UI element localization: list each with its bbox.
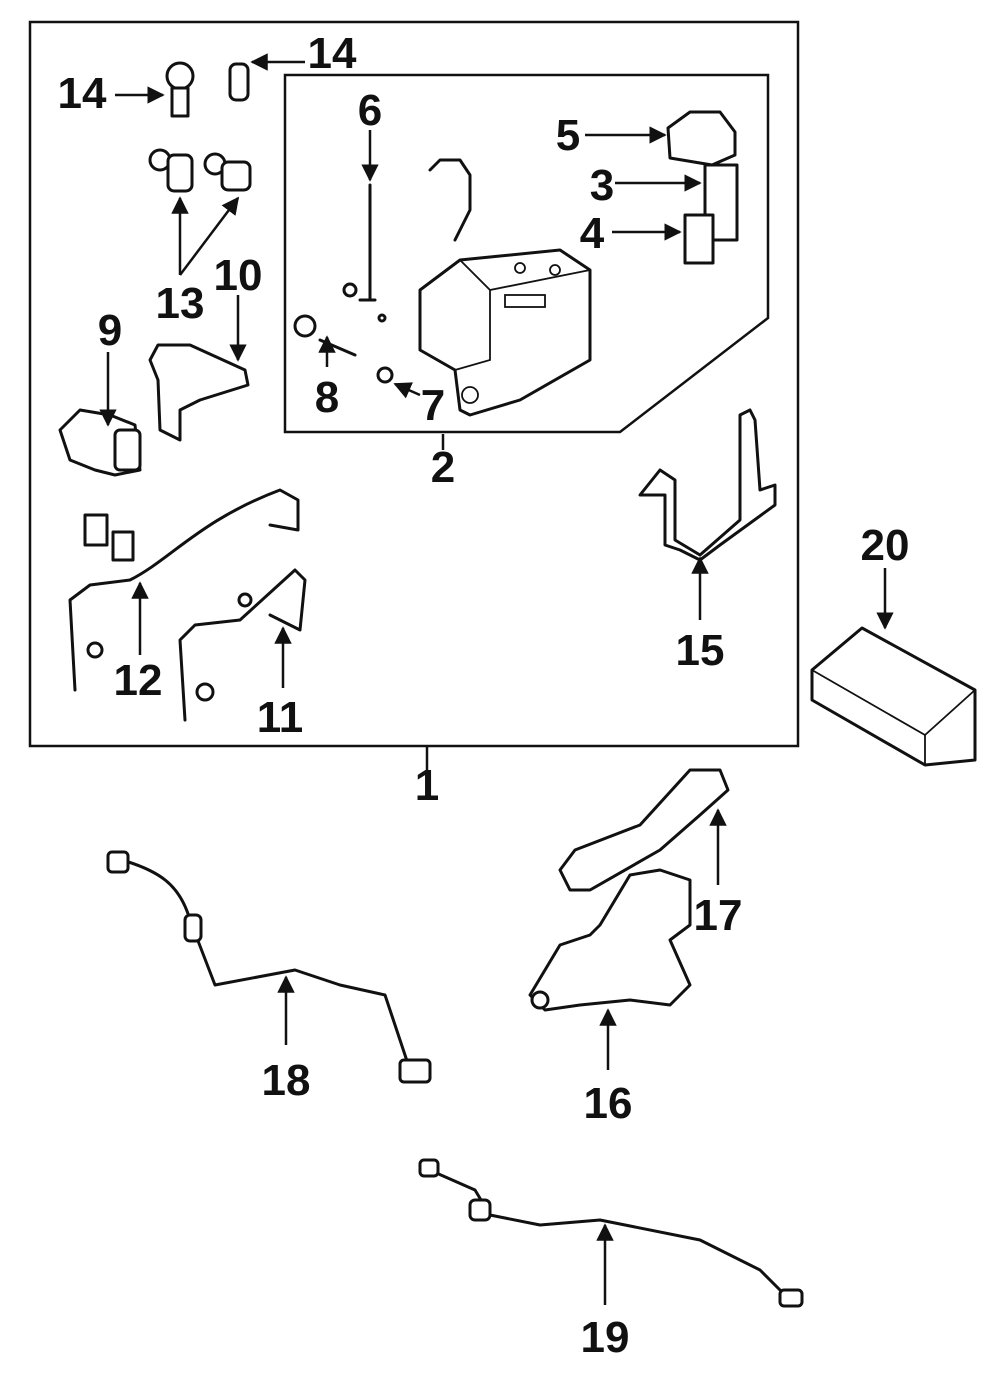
valve-8 — [293, 314, 357, 357]
callout-11: 11 — [257, 693, 304, 742]
bushing-13-b — [203, 152, 252, 192]
bolt-14-left — [165, 61, 195, 118]
wire-6 — [358, 183, 377, 302]
leader-7 — [393, 382, 421, 399]
callout-3: 3 — [590, 161, 614, 210]
callout-4: 4 — [580, 209, 605, 258]
relay-4 — [683, 213, 715, 265]
callout-14a: 14 — [58, 69, 107, 118]
callout-18: 18 — [262, 1056, 311, 1105]
callout-20: 20 — [861, 521, 910, 570]
cover-5 — [666, 110, 737, 167]
control-module-20 — [810, 626, 977, 767]
speed-sensor-cable-19 — [423, 1166, 792, 1302]
plug-7 — [376, 366, 394, 384]
callout-5: 5 — [556, 111, 580, 160]
callout-6: 6 — [358, 86, 382, 135]
callout-2: 2 — [431, 443, 455, 492]
callout-12: 12 — [114, 656, 163, 705]
bracket-10 — [148, 343, 250, 442]
callout-15: 15 — [676, 626, 725, 675]
callout-14b: 14 — [308, 29, 357, 78]
callout-1: 1 — [415, 761, 439, 810]
callout-10: 10 — [214, 251, 263, 300]
modulator-2 — [418, 158, 592, 417]
sensor-9 — [58, 408, 142, 477]
speed-sensor-cable-18 — [113, 856, 412, 1072]
bolt-14-right — [228, 62, 250, 102]
callout-13: 13 — [156, 279, 205, 328]
heat-shield-17 — [558, 768, 730, 892]
brake-line-12 — [68, 488, 300, 692]
callout-17: 17 — [694, 891, 743, 940]
callout-8: 8 — [315, 373, 339, 422]
callout-9: 9 — [98, 306, 122, 355]
leader-13b — [179, 196, 240, 276]
callout-19: 19 — [581, 1313, 630, 1362]
bracket-15 — [638, 408, 777, 562]
brake-line-11 — [178, 568, 307, 722]
callout-16: 16 — [584, 1079, 633, 1128]
knuckle-bracket-16 — [528, 868, 692, 1012]
callout-7: 7 — [421, 381, 445, 430]
bushing-13-a — [148, 148, 194, 193]
assembly-box-1 — [28, 20, 800, 748]
assembly-box-2 — [283, 73, 770, 434]
